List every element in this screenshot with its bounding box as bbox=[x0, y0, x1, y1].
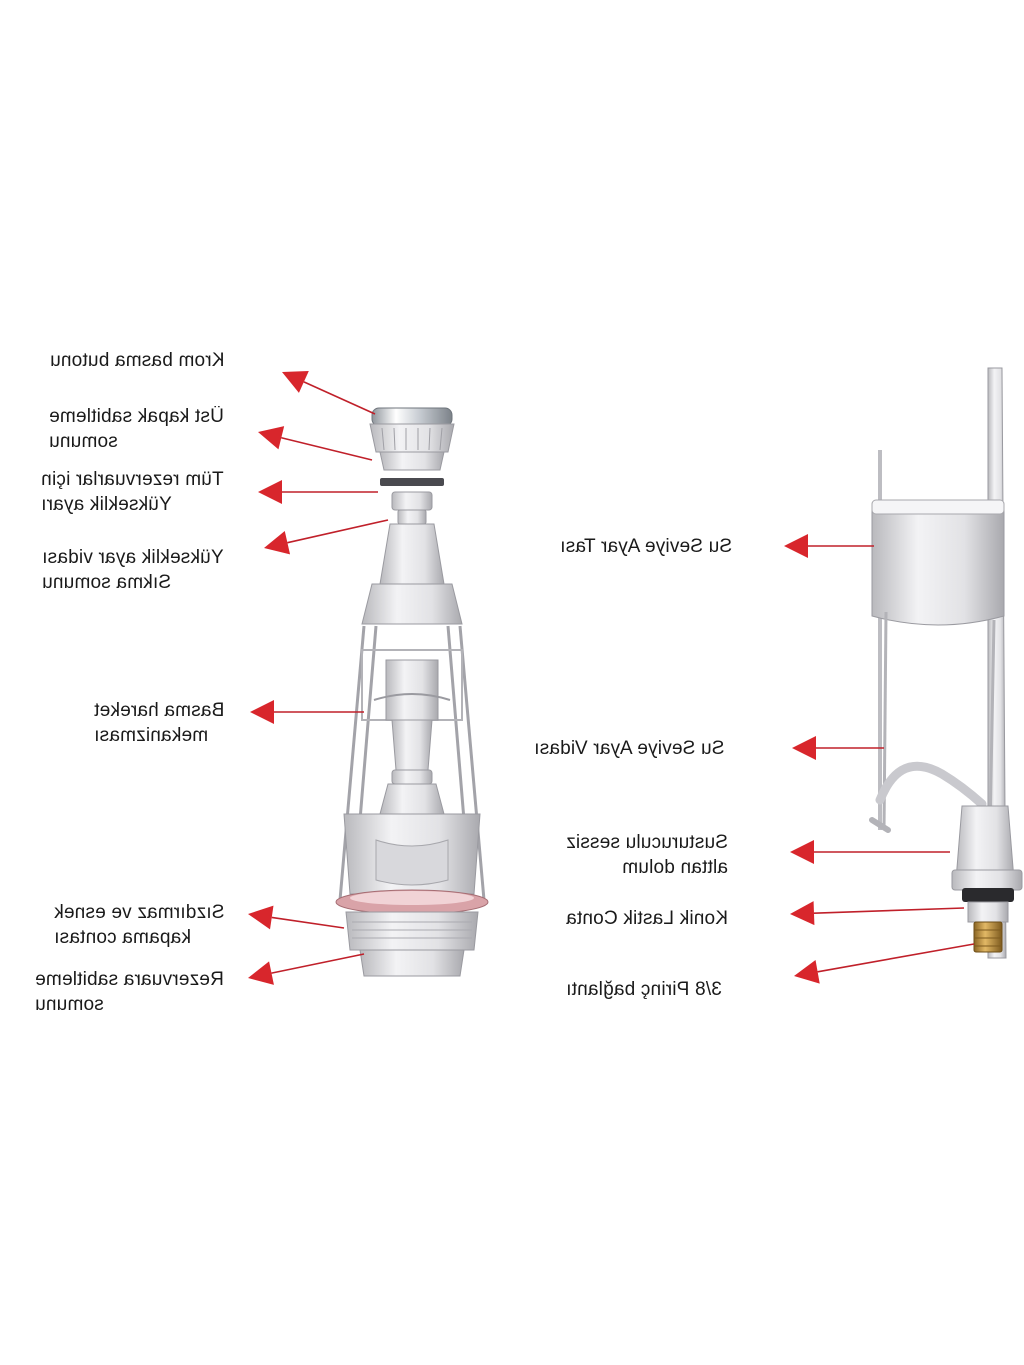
label-height-screw-nut-line-2: Sıkma somunu bbox=[42, 572, 172, 593]
label-tank-fixing-nut: Rezervuara sabitleme somunu bbox=[35, 967, 224, 1017]
label-top-cover-nut-line-2: somunu bbox=[49, 431, 118, 452]
label-push-mechanism: Basma hareket mekanizması bbox=[94, 698, 224, 748]
leader-silent-fill-arrowhead bbox=[790, 840, 814, 864]
leader-brass-connection-arrowhead bbox=[794, 959, 820, 984]
label-chrome-button-line-1: Krom basma butonu bbox=[49, 350, 225, 371]
label-height-screw-nut-line-1: Yükseklik ayar vidası bbox=[42, 547, 224, 568]
label-height-adjust-line-1: Tüm rezervuarlar için bbox=[41, 469, 224, 490]
label-push-mechanism-line-1: Basma hareket bbox=[93, 700, 224, 721]
fill-valve-drawing bbox=[869, 367, 1023, 959]
label-brass-connection: 3/8 Pirinç bağlantı bbox=[566, 977, 722, 1002]
leader-top-cover-nut-line bbox=[281, 436, 373, 461]
label-top-cover-nut: Üst kapak sabitleme somunu bbox=[49, 404, 224, 454]
label-level-float: Su Seviye Ayar Tası bbox=[560, 534, 732, 559]
leader-top-cover-nut-arrowhead bbox=[258, 426, 285, 450]
label-tank-fixing-nut-line-2: somunu bbox=[35, 994, 104, 1015]
label-brass-connection-line-1: 3/8 Pirinç bağlantı bbox=[566, 979, 722, 1000]
leader-level-float-arrowhead bbox=[784, 534, 808, 558]
leader-conical-gasket-line bbox=[813, 907, 965, 914]
label-sealing-gasket: Sızdırmaz ve esnek kapama contası bbox=[54, 900, 224, 950]
leader-height-screw-nut-line bbox=[287, 519, 389, 544]
leader-conical-gasket-arrowhead bbox=[790, 901, 815, 926]
leader-height-adjust-arrowhead bbox=[258, 480, 282, 504]
label-height-adjust: Tüm rezervuarlar için Yükseklik ayarı bbox=[41, 467, 224, 517]
chrome-button-part bbox=[369, 407, 455, 453]
label-push-mechanism-line-2: mekanizması bbox=[93, 725, 208, 746]
label-level-float-line-1: Su Seviye Ayar Tası bbox=[560, 536, 733, 557]
leader-sealing-gasket-arrowhead bbox=[248, 905, 274, 930]
label-sealing-gasket-line-2: kapama contası bbox=[53, 927, 191, 948]
label-conical-gasket: Konik Lastik Conta bbox=[566, 906, 728, 931]
leader-push-mechanism-arrowhead bbox=[250, 700, 274, 724]
label-height-adjust-line-2: Yükseklik ayarı bbox=[41, 494, 173, 515]
leader-brass-connection-line bbox=[817, 943, 975, 973]
label-silent-fill: Susturuculu sessiz alttan dolum bbox=[566, 830, 728, 880]
label-top-cover-nut-line-1: Üst kapak sabitleme bbox=[49, 406, 224, 427]
leader-sealing-gasket-line bbox=[271, 916, 345, 929]
label-chrome-button: Krom basma butonu bbox=[50, 348, 225, 373]
label-level-screw: Su Seviye Ayar Vidası bbox=[534, 736, 724, 761]
leader-chrome-button-arrowhead bbox=[282, 370, 309, 393]
leader-lines bbox=[248, 370, 975, 985]
leader-tank-fixing-nut-line bbox=[271, 953, 365, 974]
label-height-screw-nut: Yükseklik ayar vidası Sıkma somunu bbox=[42, 545, 224, 595]
label-level-screw-line-1: Su Seviye Ayar Vidası bbox=[534, 738, 725, 759]
leader-height-screw-nut-arrowhead bbox=[264, 531, 291, 555]
leader-chrome-button-line bbox=[303, 381, 376, 415]
label-tank-fixing-nut-line-1: Rezervuara sabitleme bbox=[35, 969, 224, 990]
leader-level-screw-arrowhead bbox=[792, 736, 816, 760]
label-conical-gasket-line-1: Konik Lastik Conta bbox=[566, 908, 729, 929]
leader-tank-fixing-nut-arrowhead bbox=[248, 961, 274, 985]
label-silent-fill-line-2: alttan dolum bbox=[622, 857, 729, 878]
label-silent-fill-line-1: Susturuculu sessiz bbox=[566, 832, 729, 853]
label-sealing-gasket-line-1: Sızdırmaz ve esnek bbox=[53, 902, 224, 923]
flush-valve-drawing bbox=[335, 407, 489, 977]
